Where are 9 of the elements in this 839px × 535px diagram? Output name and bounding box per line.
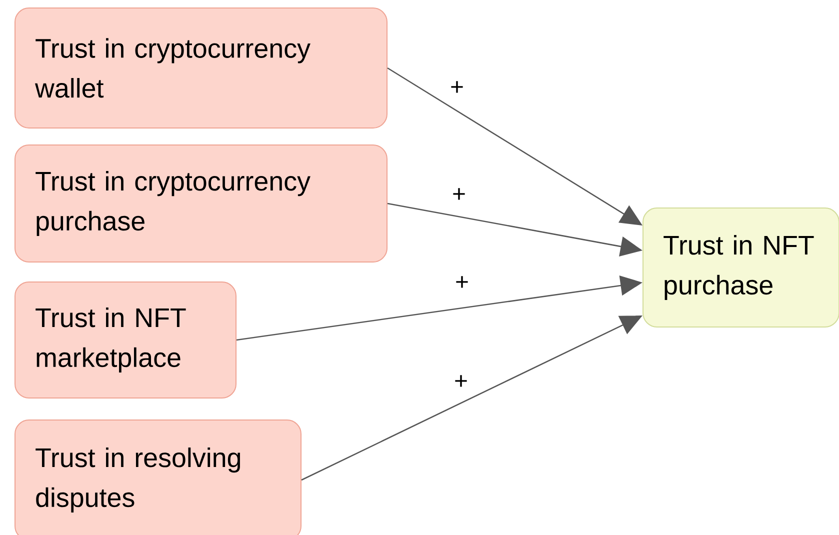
edge-label: +	[454, 275, 470, 291]
edge-label: +	[453, 374, 469, 390]
edge-label: +	[451, 187, 467, 203]
process-box: Trust in cryptocurrency purchase	[14, 144, 388, 262]
process-box: Trust in resolving disputes	[14, 420, 302, 535]
edge-label: +	[449, 80, 465, 96]
process-box: Trust in NFT purchase	[642, 208, 839, 328]
process-box: Trust in cryptocurrency wallet	[14, 8, 388, 128]
process-box: Trust in NFT marketplace	[14, 282, 236, 398]
